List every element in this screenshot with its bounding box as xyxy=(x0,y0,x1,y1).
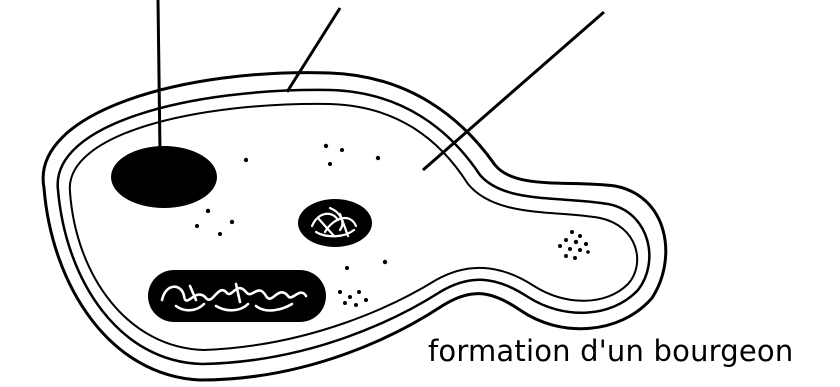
leader-line-nucleus xyxy=(158,0,160,152)
mitochondrion xyxy=(148,270,326,322)
bud-granules xyxy=(558,230,590,260)
nucleus xyxy=(111,146,217,208)
vacuole xyxy=(298,199,372,247)
leader-line-cell-wall xyxy=(287,8,340,92)
budding-caption: formation d'un bourgeon xyxy=(428,334,793,368)
leader-line-membrane xyxy=(423,12,604,170)
